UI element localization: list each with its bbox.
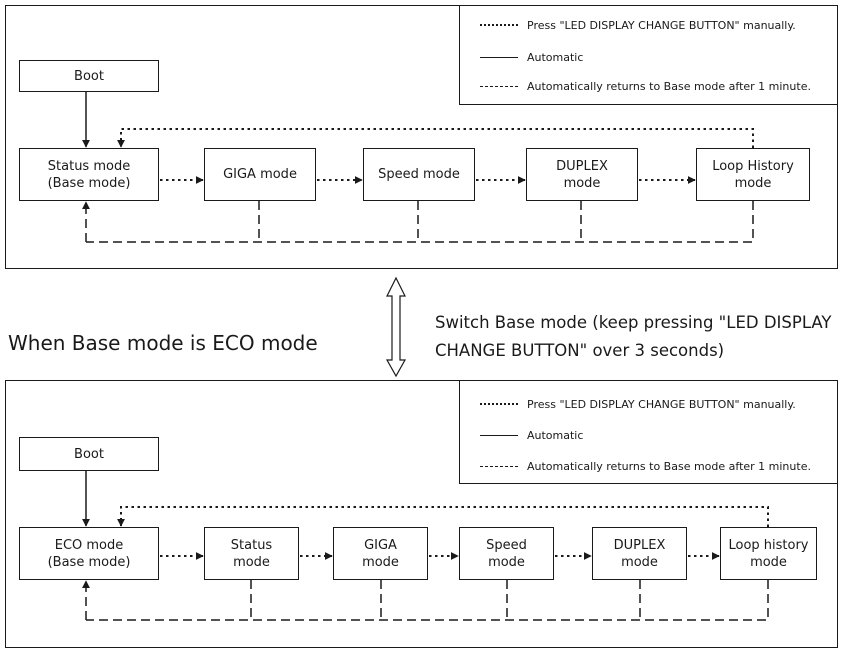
legend-item-manual: Press "LED DISPLAY CHANGE BUTTON" manual…: [460, 16, 796, 34]
connector-loop-to-base-manual: [117, 128, 754, 148]
mode-box-status-base: Status mode (Base mode): [19, 148, 159, 201]
mode-box-duplex: DUPLEX mode: [526, 148, 638, 201]
mode-box-giga: GIGA mode: [204, 148, 316, 201]
legend-item-automatic: Automatic: [460, 48, 583, 66]
legend-return-text: Automatically returns to Base mode after…: [527, 459, 811, 473]
mode-box-speed: Speed mode: [363, 148, 475, 201]
legend-manual-text: Press "LED DISPLAY CHANGE BUTTON" manual…: [527, 397, 796, 411]
legend-item-automatic: Automatic: [460, 426, 583, 444]
mode-box-eco-base: ECO mode (Base mode): [19, 527, 159, 580]
solid-line-sample: [480, 56, 518, 58]
mode-box-speed: Speed mode: [459, 527, 554, 580]
legend-return-text: Automatically returns to Base mode after…: [527, 79, 811, 93]
dashed-line-sample: [480, 465, 518, 467]
dotted-line-sample: [480, 403, 518, 405]
dotted-line-sample: [480, 24, 518, 26]
connector-return-line: [86, 580, 769, 621]
boot-box-top: Boot: [19, 60, 159, 92]
mode-box-loop-history: Loop history mode: [720, 527, 817, 580]
boot-box-bottom: Boot: [19, 437, 159, 471]
legend-automatic-text: Automatic: [527, 428, 584, 442]
legend-item-return: Automatically returns to Base mode after…: [460, 77, 811, 95]
mode-box-duplex: DUPLEX mode: [592, 527, 687, 580]
bottom-diagram-frame: [5, 380, 838, 648]
switch-base-mode-note: Switch Base mode (keep pressing "LED DIS…: [435, 313, 832, 360]
mode-box-giga: GIGA mode: [333, 527, 428, 580]
legend-bottom: Press "LED DISPLAY CHANGE BUTTON" manual…: [459, 380, 838, 484]
connector-loop-to-eco-manual: [117, 506, 769, 527]
legend-item-manual: Press "LED DISPLAY CHANGE BUTTON" manual…: [460, 395, 796, 413]
double-arrow-icon: [385, 276, 407, 378]
mode-box-loop-history: Loop History mode: [696, 148, 810, 201]
boot-label: Boot: [74, 68, 104, 84]
solid-line-sample: [480, 434, 518, 436]
boot-label: Boot: [74, 446, 104, 462]
legend-automatic-text: Automatic: [527, 50, 584, 64]
eco-mode-heading: When Base mode is ECO mode: [8, 331, 318, 355]
legend-top: Press "LED DISPLAY CHANGE BUTTON" manual…: [459, 5, 838, 105]
legend-item-return: Automatically returns to Base mode after…: [460, 457, 811, 475]
legend-manual-text: Press "LED DISPLAY CHANGE BUTTON" manual…: [527, 18, 796, 32]
connector-return-line: [86, 201, 754, 243]
top-diagram-frame: [5, 5, 838, 269]
mode-box-status: Status mode: [204, 527, 299, 580]
dashed-line-sample: [480, 85, 518, 87]
